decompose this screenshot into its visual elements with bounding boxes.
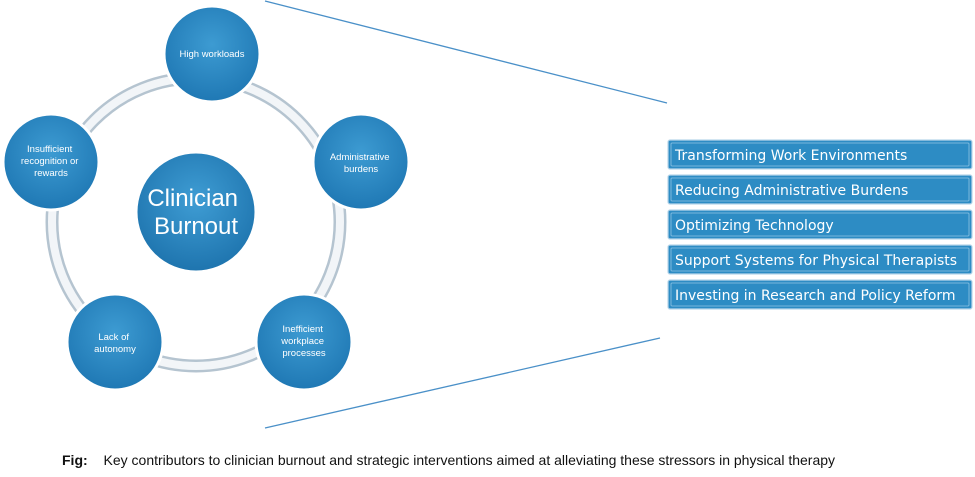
- node-lack-of-autonomy: Lack of autonomy: [65, 292, 165, 392]
- caption-label: Fig:: [62, 452, 88, 468]
- interventions-list: Transforming Work Environments Reducing …: [667, 139, 973, 310]
- svg-text:Insufficient recognition: Insufficient recognition or rewards: [21, 144, 81, 179]
- svg-text:Lack of autonomy: Lack of autonomy: [94, 332, 136, 355]
- center-line-1: Clinician: [147, 185, 238, 212]
- intervention-item: Investing in Research and Policy Reform: [667, 279, 973, 310]
- svg-text:Inefficient workplace: Inefficient workplace processes: [280, 324, 326, 359]
- intervention-label: Investing in Research and Policy Reform: [675, 288, 956, 304]
- intervention-label: Reducing Administrative Burdens: [675, 183, 908, 199]
- node-inefficient-workplace-processes: Inefficient workplace processes: [254, 292, 354, 392]
- intervention-item: Support Systems for Physical Therapists: [667, 244, 973, 275]
- connector-bottom: [264, 337, 661, 429]
- center-node: Clinician Burnout: [134, 150, 258, 274]
- svg-text:Administrative burdens: Administrative burdens: [330, 152, 392, 175]
- node-insufficient-recognition: Insufficient recognition or rewards: [1, 112, 101, 212]
- node-administrative-burdens: Administrative burdens: [311, 112, 411, 212]
- svg-text:High workloads: High workloads: [180, 49, 245, 60]
- connector-top: [264, 0, 668, 104]
- intervention-item: Optimizing Technology: [667, 209, 973, 240]
- intervention-label: Support Systems for Physical Therapists: [675, 253, 957, 269]
- node-high-workloads: High workloads: [162, 4, 262, 104]
- center-label: Clinician Burnout: [147, 185, 244, 240]
- intervention-label: Optimizing Technology: [675, 218, 834, 234]
- caption-text: Key contributors to clinician burnout an…: [103, 452, 836, 468]
- intervention-label: Transforming Work Environments: [674, 148, 907, 164]
- center-line-2: Burnout: [154, 213, 238, 240]
- figure-caption: Fig: Key contributors to clinician burno…: [62, 452, 835, 468]
- intervention-item: Transforming Work Environments: [667, 139, 973, 170]
- intervention-item: Reducing Administrative Burdens: [667, 174, 973, 205]
